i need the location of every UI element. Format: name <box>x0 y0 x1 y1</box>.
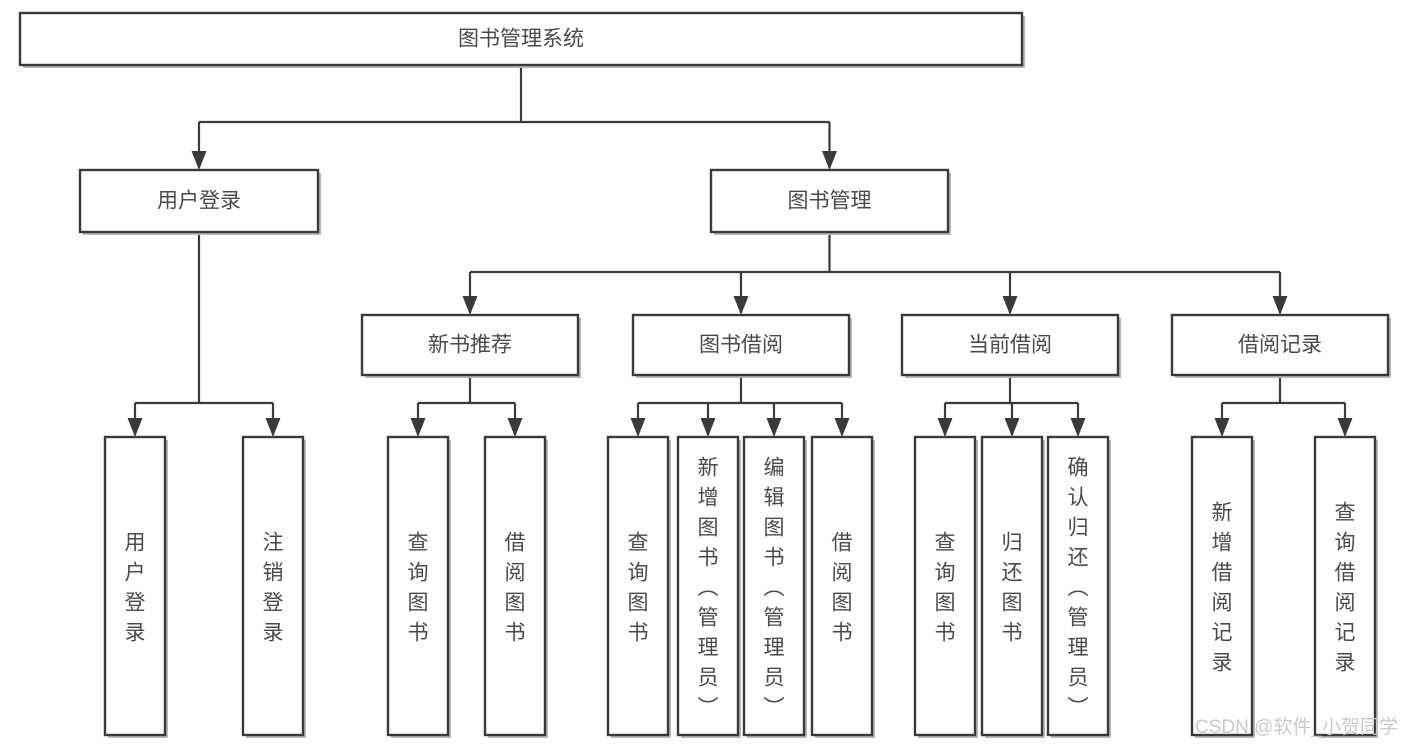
box-outline <box>1046 435 1110 737</box>
node-label: 图书借阅 <box>699 334 783 357</box>
box-outline <box>241 435 305 737</box>
box-outline <box>1190 435 1254 737</box>
box-outline <box>1170 313 1390 377</box>
node-label: 当前借阅 <box>968 334 1052 357</box>
box-outline <box>103 435 167 737</box>
box-outline <box>810 435 874 737</box>
box-outline <box>78 168 320 234</box>
box-outline <box>606 435 670 737</box>
box-outline <box>386 435 450 737</box>
node-leaf-query-book-current[interactable]: 查询图书 <box>913 435 978 738</box>
node-label: 图书管理 <box>788 190 872 213</box>
node-label: 用户登录 <box>125 531 146 644</box>
box-outline <box>18 11 1024 67</box>
node-label: 图书管理系统 <box>458 28 584 51</box>
node-leaf-borrow-book[interactable]: 借阅图书 <box>810 435 875 738</box>
node-label: 查询借阅记录 <box>1335 501 1356 674</box>
node-label: 新增借阅记录 <box>1212 501 1233 674</box>
box-outline <box>913 435 977 737</box>
node-leaf-return-book[interactable]: 归还图书 <box>980 435 1045 738</box>
node-label: 查询图书 <box>628 531 649 644</box>
node-label: 借阅图书 <box>832 531 853 644</box>
node-label: 新书推荐 <box>428 334 512 357</box>
node-leaf-user-logout[interactable]: 注销登录 <box>241 435 306 738</box>
csdn-watermark: CSDN @软件_小贺同学 <box>1195 716 1398 738</box>
node-leaf-add-borrow-record[interactable]: 新增借阅记录 <box>1190 435 1255 738</box>
box-outline <box>676 435 740 737</box>
node-label: 注销登录 <box>263 531 284 644</box>
node-leaf-edit-book-admin[interactable]: 编辑图书︵管理员︶ <box>742 435 807 738</box>
node-book-borrow[interactable]: 图书借阅 <box>631 313 852 378</box>
node-label: 借阅图书 <box>505 531 526 644</box>
node-leaf-borrow-book-rec[interactable]: 借阅图书 <box>483 435 548 738</box>
node-leaf-add-book-admin[interactable]: 新增图书︵管理员︶ <box>676 435 741 738</box>
node-leaf-confirm-return-admin[interactable]: 确认归还︵管理员︶ <box>1046 435 1111 738</box>
node-label: 查询图书 <box>408 531 429 644</box>
box-outline <box>483 435 547 737</box>
node-label: 借阅记录 <box>1238 334 1322 357</box>
node-root[interactable]: 图书管理系统 <box>18 11 1025 68</box>
node-book-manage[interactable]: 图书管理 <box>709 168 951 235</box>
box-outline <box>900 313 1120 377</box>
node-borrow-record[interactable]: 借阅记录 <box>1170 313 1391 378</box>
node-leaf-query-book-rec[interactable]: 查询图书 <box>386 435 451 738</box>
node-label: 确认归还︵管理员︶ <box>1068 456 1089 719</box>
node-label: 新增图书︵管理员︶ <box>698 456 719 719</box>
box-outline <box>980 435 1044 737</box>
node-current-borrow[interactable]: 当前借阅 <box>900 313 1121 378</box>
box-outline <box>709 168 950 234</box>
box-outline <box>1313 435 1377 737</box>
node-new-book-recommend[interactable]: 新书推荐 <box>360 313 581 378</box>
node-label: 用户登录 <box>157 190 241 213</box>
node-layer: 图书管理系统用户登录图书管理新书推荐图书借阅当前借阅借阅记录用户登录注销登录查询… <box>18 11 1391 738</box>
node-leaf-query-borrow-record[interactable]: 查询借阅记录 <box>1313 435 1378 738</box>
box-outline <box>631 313 851 377</box>
node-leaf-user-login[interactable]: 用户登录 <box>103 435 168 738</box>
node-label: 查询图书 <box>935 531 956 644</box>
node-label: 编辑图书︵管理员︶ <box>764 456 785 719</box>
box-outline <box>742 435 806 737</box>
box-outline <box>360 313 580 377</box>
connector-layer <box>127 65 1353 437</box>
node-label: 归还图书 <box>1002 531 1023 644</box>
node-user-login[interactable]: 用户登录 <box>78 168 321 235</box>
node-leaf-query-book-borrow[interactable]: 查询图书 <box>606 435 671 738</box>
